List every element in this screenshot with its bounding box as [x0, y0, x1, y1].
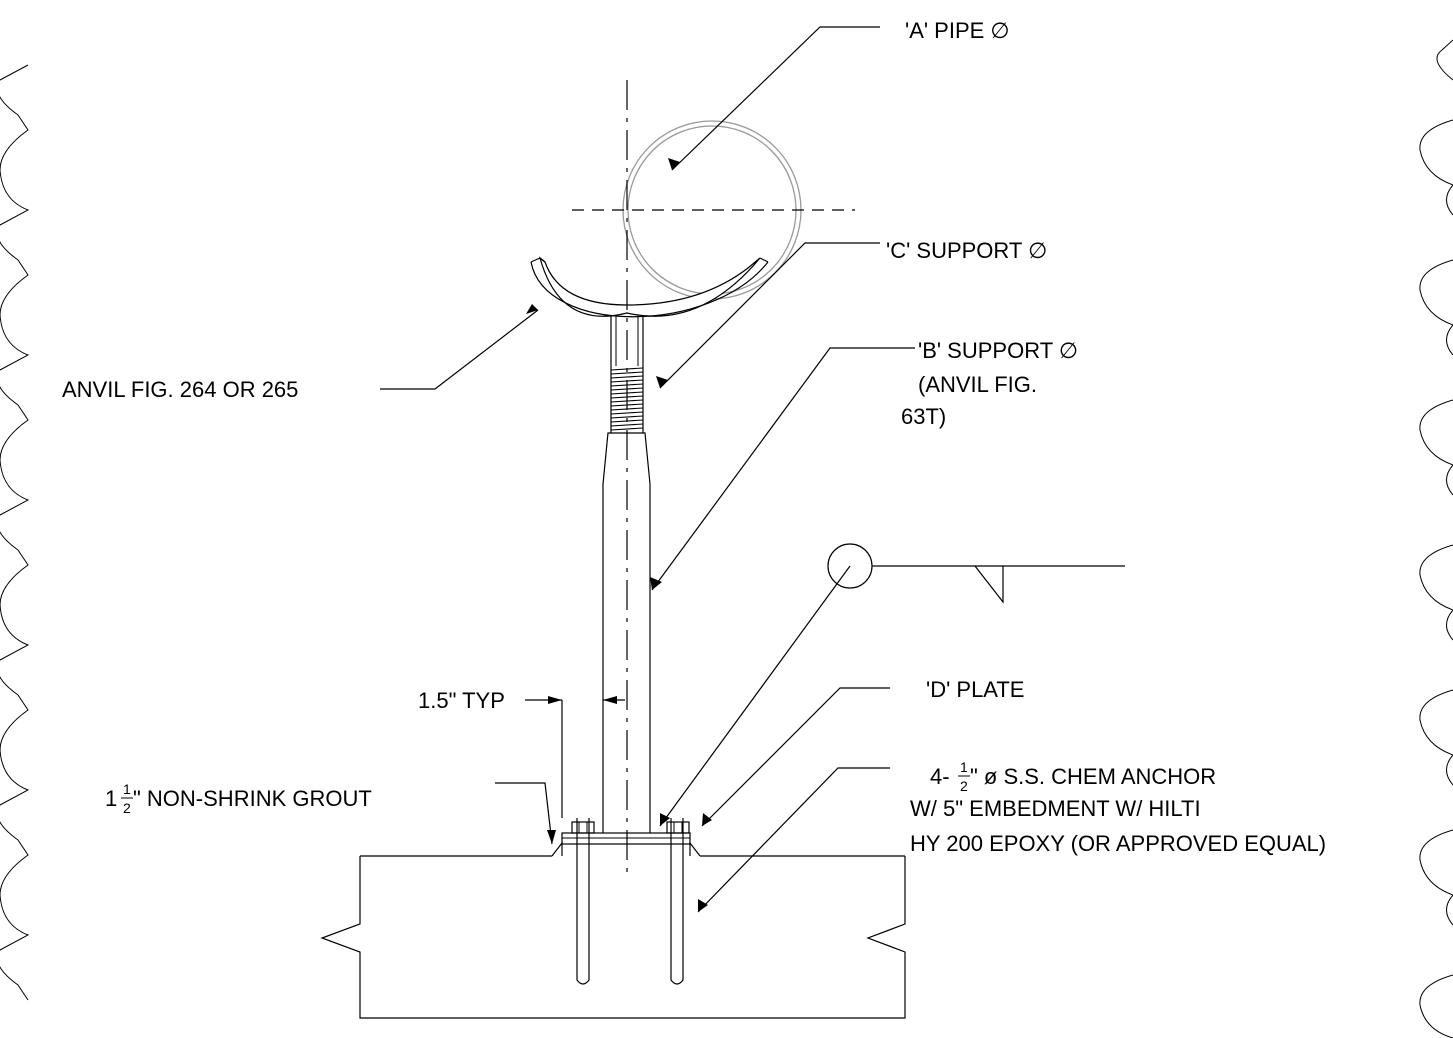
label-support-b-line3: 63T) [901, 404, 946, 429]
thread-line [610, 375, 644, 379]
grout-fraction-den: 2 [123, 800, 131, 816]
typ-dimension [525, 696, 625, 818]
arrowheads [526, 158, 712, 912]
anchor-prefix: 4- [930, 764, 950, 789]
grout-whole: 1 [105, 786, 117, 811]
label-anchor: 4- 1 2 " ø S.S. CHEM ANCHOR W/ 5" EMBEDM… [910, 759, 1326, 856]
thread-line [610, 415, 644, 419]
thread-line [610, 427, 644, 431]
anchor-line2: W/ 5" EMBEDMENT W/ HILTI [910, 796, 1201, 821]
anchor-bolts [576, 818, 684, 985]
thread-line [610, 411, 644, 415]
concrete-slab [320, 855, 906, 1019]
pipe-saddle [530, 256, 769, 318]
label-support-b-line2: (ANVIL FIG. [918, 372, 1037, 397]
label-support-b-line1: 'B' SUPPORT ∅ [918, 338, 1078, 363]
anchor-nuts [571, 821, 690, 834]
anchor-line3: HY 200 EPOXY (OR APPROVED EQUAL) [910, 831, 1326, 856]
label-support-c: 'C' SUPPORT ∅ [886, 238, 1047, 263]
thread-line [610, 371, 644, 375]
anchor-fraction-den: 2 [960, 778, 968, 794]
label-anvil: ANVIL FIG. 264 OR 265 [62, 377, 298, 402]
left-break-line [0, 64, 30, 1001]
grout [551, 841, 701, 857]
centerlines [572, 80, 855, 875]
label-pipe: 'A' PIPE ∅ [905, 18, 1010, 43]
weld-symbol [827, 543, 1125, 604]
anchor-text: " ø S.S. CHEM ANCHOR [970, 764, 1216, 789]
label-plate: 'D' PLATE [926, 677, 1024, 702]
grout-text: " NON-SHRINK GROUT [133, 786, 372, 811]
label-grout: 1 1 2 " NON-SHRINK GROUT [105, 781, 372, 816]
right-break-line [1419, 39, 1453, 1038]
leader-lines [380, 26, 915, 913]
grout-fraction-num: 1 [123, 781, 131, 797]
anchor-fraction-num: 1 [960, 759, 968, 775]
label-typ: 1.5" TYP [418, 688, 505, 713]
thread-line [610, 423, 644, 427]
